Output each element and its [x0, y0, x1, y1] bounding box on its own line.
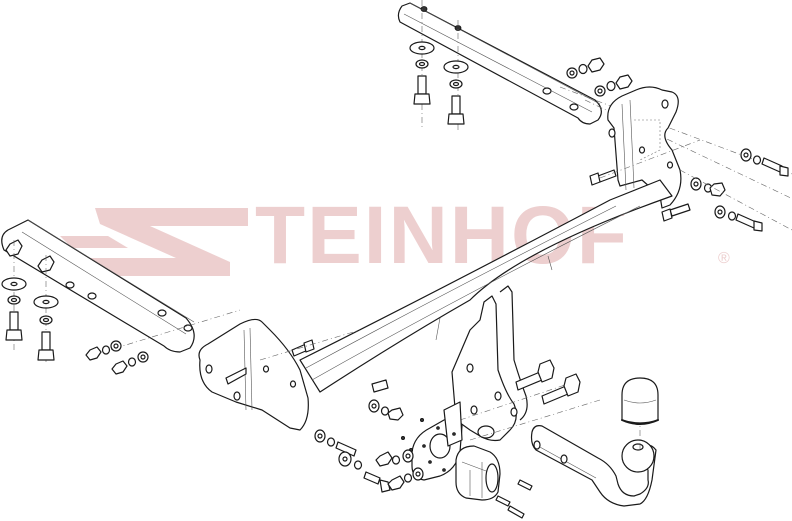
drop-plate[interactable]	[451, 285, 528, 442]
drop-plate-bolts[interactable]	[515, 359, 581, 405]
registered-trademark-symbol: ®	[718, 250, 730, 267]
crossbar[interactable]	[299, 179, 673, 393]
top-arm-hardware[interactable]	[409, 41, 633, 125]
ball-cap[interactable]	[621, 377, 659, 425]
electrical-socket[interactable]	[455, 445, 501, 501]
right-side-arm[interactable]	[397, 2, 602, 125]
left-arm-hardware[interactable]	[1, 277, 149, 375]
bolt[interactable]	[291, 339, 315, 357]
ball-mount[interactable]	[530, 425, 657, 507]
left-bracket[interactable]	[198, 318, 309, 431]
socket-plate[interactable]	[400, 401, 463, 481]
bolt[interactable]	[589, 169, 617, 186]
centre-hardware[interactable]	[314, 379, 424, 493]
socket-screws[interactable]	[495, 479, 533, 519]
right-bracket[interactable]	[607, 86, 682, 209]
right-bracket-hardware[interactable]	[661, 148, 789, 232]
left-side-arm[interactable]	[1, 219, 195, 353]
